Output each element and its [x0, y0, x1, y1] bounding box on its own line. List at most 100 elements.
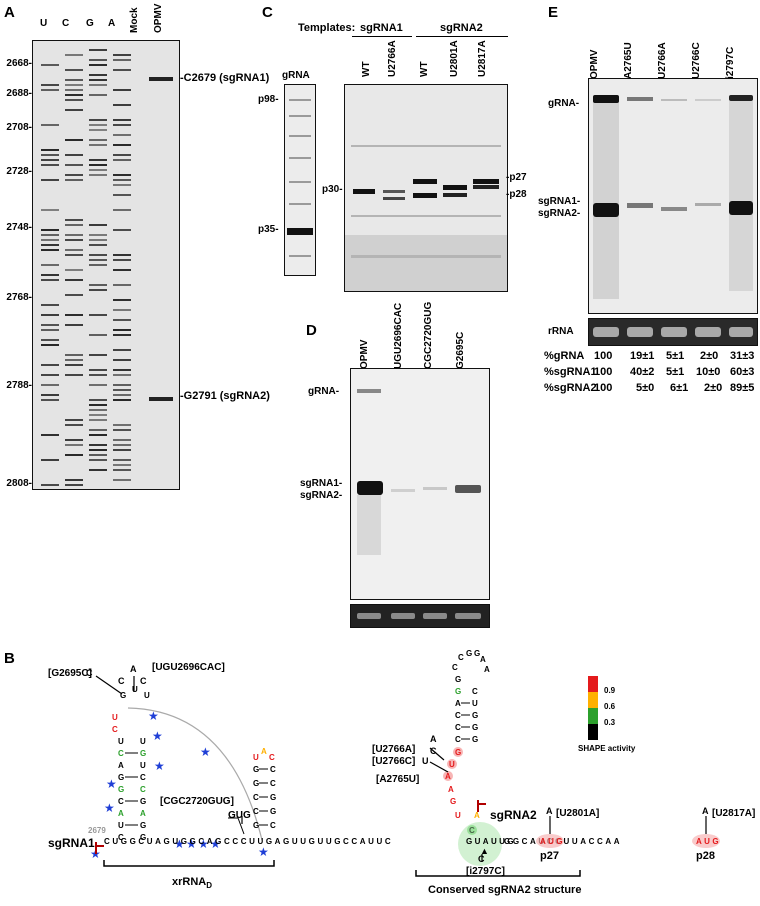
band-label-p27: -p27 [506, 172, 527, 183]
blot-d-lanes [357, 389, 481, 555]
cell: 40±2 [630, 366, 655, 378]
sgrna1-label: sgRNA1 [48, 836, 95, 850]
svg-text:C: C [469, 826, 475, 835]
lane-label: A [108, 18, 116, 29]
panel-d-label: D [306, 322, 317, 339]
svg-text:C: C [452, 663, 458, 672]
cell: 100 [594, 366, 613, 378]
svg-text:U: U [422, 756, 429, 766]
mut-g2695c: [G2695C] [48, 668, 92, 679]
lane-label: Mock [129, 7, 140, 33]
xrrna-sub: D [206, 881, 213, 891]
svg-text:GUAUUG: GUAUUG [466, 837, 516, 846]
svg-text:C: C [253, 807, 259, 816]
band-sgrna-g2695c [455, 485, 481, 493]
band-label-sgrna2: -G2791 (sgRNA2) [180, 390, 270, 402]
northern-blot-e [588, 78, 758, 314]
svg-text:U: U [140, 737, 146, 746]
group2-underline [416, 36, 508, 37]
blot-e-sgrna1-label: sgRNA1- [538, 196, 581, 207]
svg-text:A: A [118, 809, 124, 818]
size-tick: 2748- [6, 222, 32, 233]
lane-label: U2766C [691, 42, 702, 79]
loading-control-d [350, 604, 490, 628]
cell: 6±1 [670, 382, 689, 394]
lane-label: WT [361, 61, 372, 77]
grna-lane-bands [287, 99, 313, 257]
svg-text:G: G [118, 773, 124, 782]
conserved-structure-label: Conserved sgRNA2 structure [428, 884, 582, 896]
svg-text:G: G [140, 749, 146, 758]
svg-text:U: U [118, 821, 124, 830]
mut-u2801a: [U2801A] [556, 808, 600, 819]
cell: 5±1 [666, 350, 685, 362]
svg-text:U: U [112, 713, 118, 722]
size-tick: 2808- [6, 478, 32, 489]
cell: 89±5 [730, 382, 755, 394]
lane-label: U [40, 18, 48, 29]
xrrna-stem1: UC UC AG GC AU C UG UC CG AG G GUU [112, 685, 150, 842]
svg-text:C: C [118, 797, 124, 806]
lane-label: C [62, 18, 70, 29]
blot-d-grna-label: gRNA- [308, 386, 340, 397]
grna-lane-label: gRNA [282, 70, 310, 81]
cell: 2±0 [700, 350, 719, 362]
svg-text:G: G [455, 748, 461, 757]
svg-text:G: G [253, 765, 259, 774]
blot-d-sgrna2-label: sgRNA2- [300, 490, 343, 501]
svg-text:U: U [449, 760, 455, 769]
size-tick: 2688- [6, 88, 32, 99]
lane-label: i2797C [725, 46, 736, 79]
panel-e-label: E [548, 4, 559, 21]
svg-text:G: G [120, 691, 126, 700]
svg-text:A: A [430, 734, 437, 744]
svg-text:C: C [140, 785, 146, 794]
svg-text:U: U [118, 737, 124, 746]
svg-text:C: C [86, 668, 93, 678]
band-label-p35: p35- [258, 224, 279, 235]
svg-text:C: C [478, 854, 485, 864]
rrna-bands [593, 327, 753, 337]
lane-label: CGC2720GUG [423, 301, 434, 369]
lane-label: OPMV [589, 49, 600, 79]
svg-text:G: G [474, 649, 480, 658]
svg-text:G: G [466, 649, 472, 658]
svg-text:AUG: AUG [696, 837, 721, 846]
svg-text:C: C [140, 676, 147, 686]
row-label: %sgRNA1 [544, 366, 597, 378]
svg-text:C: C [269, 753, 275, 762]
svg-text:A: A [118, 761, 124, 770]
lane-label: WT [419, 61, 430, 77]
svg-text:C: C [472, 687, 478, 696]
legend-value: 0.3 [604, 718, 616, 727]
svg-text:A: A [546, 806, 553, 816]
svg-text:G: G [455, 687, 461, 696]
band-c2679 [149, 77, 173, 81]
mut-u2766a: [U2766A] [372, 744, 416, 755]
shape-legend [588, 676, 598, 740]
panel-a-label: A [4, 4, 15, 21]
svg-text:G: G [253, 779, 259, 788]
band-p30 [353, 189, 375, 194]
sequencing-ladder [41, 49, 173, 486]
group1-underline [352, 36, 412, 37]
mut-i2797c: [i2797C] [466, 866, 505, 877]
svg-text:G: G [472, 723, 478, 732]
svg-text:★: ★ [200, 745, 211, 759]
pos-2679: 2679 [88, 826, 106, 835]
cell: 100 [594, 382, 613, 394]
size-tick: 2728- [6, 166, 32, 177]
svg-text:A: A [140, 809, 146, 818]
template-group-sgrna2: sgRNA2 [440, 22, 483, 34]
svg-text:C: C [270, 765, 276, 774]
gug-label: GUG [228, 810, 251, 821]
translation-gel-grna [284, 84, 316, 276]
svg-text:★: ★ [186, 837, 197, 851]
panel-b-label: B [4, 650, 15, 667]
svg-text:A: A [474, 811, 480, 820]
svg-text:G: G [472, 735, 478, 744]
xrrna-text: xrRNA [172, 876, 207, 888]
svg-text:G: G [253, 821, 259, 830]
svg-text:C: C [253, 793, 259, 802]
